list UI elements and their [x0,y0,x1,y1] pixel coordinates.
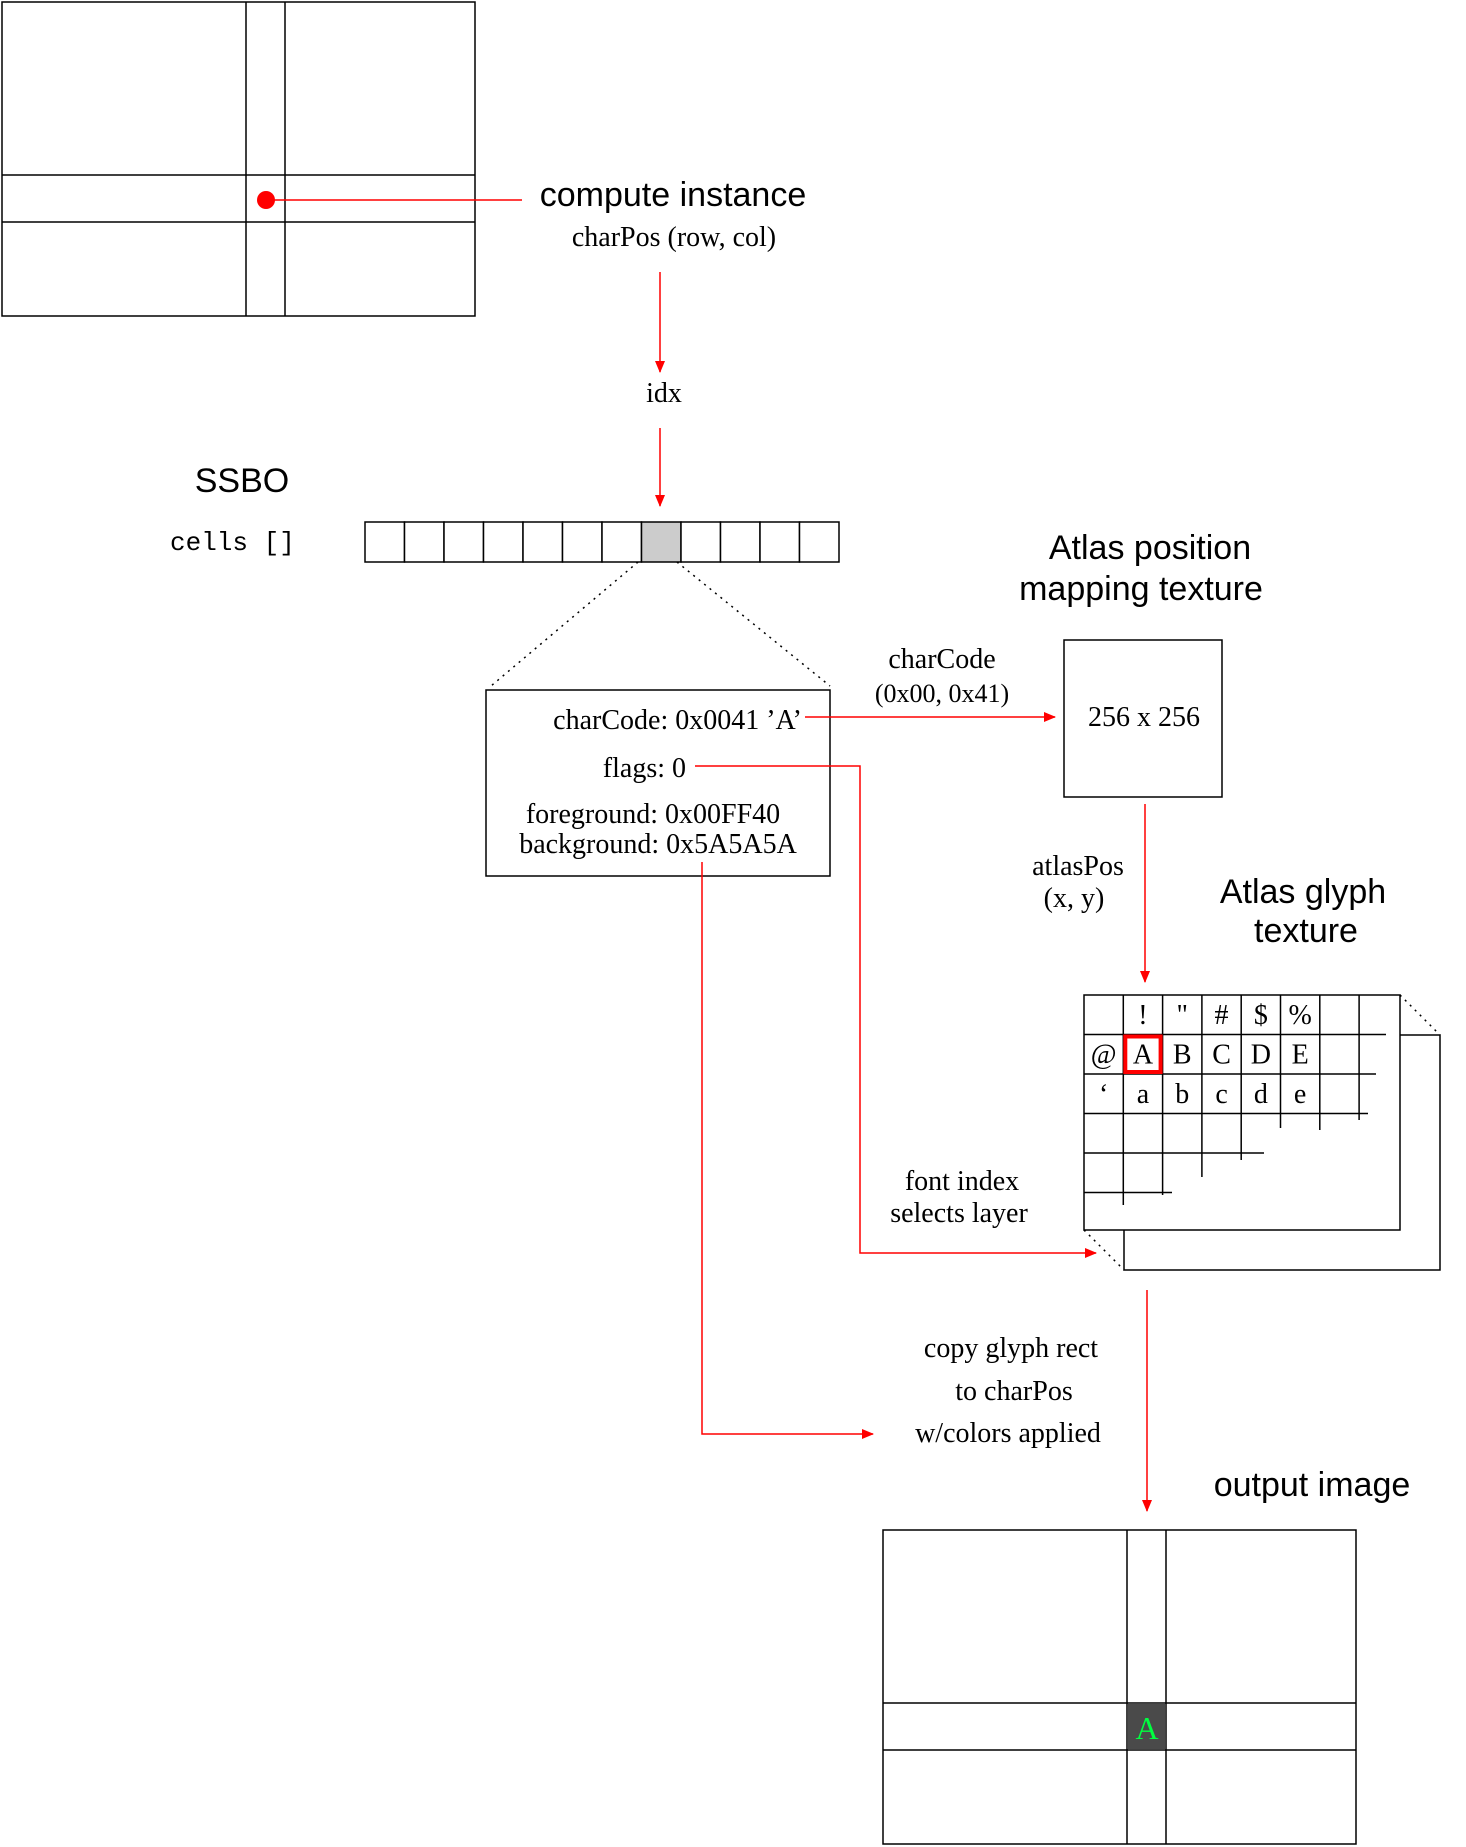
ssbo-cell-selected [640,521,682,563]
ssbo-cells [364,521,840,563]
char-pos-label: charPos (row, col) [572,222,776,253]
compute-instance-label: compute instance [540,176,807,214]
glyph-cell-char: ‘ [1099,1079,1108,1110]
ssbo-cell [403,521,445,563]
ssbo-cell [601,521,643,563]
ssbo-cell [443,521,485,563]
glyph-cell-char: D [1251,1040,1271,1071]
zoom-line-right [676,561,831,687]
ssbo-cell [798,521,840,563]
ssbo-cell [364,521,406,563]
atlas-mapping-title-line2: mapping texture [1019,570,1263,608]
copy-label-line1: copy glyph rect [924,1333,1098,1364]
glyph-cell-char: # [1215,1000,1229,1031]
glyph-cell-char: d [1254,1079,1268,1110]
output-glyph: A [1135,1710,1158,1746]
input-grid [1,1,476,317]
glyph-texture-front-layer [1083,994,1401,1231]
glyph-cell-char: @ [1091,1040,1117,1071]
glyph-cell-char: b [1175,1079,1189,1110]
glyph-texture-title-line1: Atlas glyph [1220,873,1386,911]
layer-depth-line-bottom [1083,1229,1125,1271]
glyph-cell-char: e [1294,1079,1306,1110]
glyph-cell-char: C [1212,1040,1231,1071]
output-grid [882,1529,1357,1845]
glyph-cell-char: c [1215,1079,1227,1110]
cell-flags-field: flags: 0 [603,753,686,784]
atlaspos-label: atlasPos [1032,851,1124,882]
ssbo-cell [561,521,603,563]
layer-depth-line-top [1399,994,1441,1036]
output-cell [1128,1704,1165,1749]
ssbo-cell [680,521,722,563]
glyph-cell-char: a [1137,1079,1150,1110]
cell-background-field: background: 0x5A5A5A [519,829,797,860]
ssbo-cell [719,521,761,563]
font-index-label-line2: selects layer [890,1198,1028,1229]
atlas-mapping-texture [1063,639,1223,798]
copy-label-line2: to charPos [955,1376,1072,1407]
atlaspos-value: (x, y) [1044,883,1105,914]
glyph-cell-char: A [1133,1040,1154,1071]
font-index-arrow [695,765,1097,1258]
font-index-label: font index [905,1166,1019,1197]
glyph-cell-char: " [1177,1000,1188,1031]
atlas-mapping-title-line1: Atlas position [1049,529,1251,567]
glyph-texture-title-line2: texture [1254,912,1358,950]
idx-label: idx [646,378,682,409]
selected-glyph-box [1123,1034,1163,1074]
glyph-cell-char: E [1292,1040,1309,1071]
glyph-cell-char: % [1288,1000,1311,1031]
ssbo-cell [759,521,801,563]
copy-label-line3: w/colors applied [915,1418,1101,1449]
mapping-size-label: 256 x 256 [1088,702,1200,733]
charcode-arrow-value: (0x00, 0x41) [875,679,1009,708]
ssbo-label: SSBO [195,462,289,500]
glyph-cell-char: ! [1138,1000,1147,1031]
ssbo-cell [482,521,524,563]
cells-label: cells [] [170,528,295,558]
glyph-cell-char: B [1173,1040,1192,1071]
cell-foreground-field: foreground: 0x00FF40 [526,799,780,830]
colors-arrow [701,862,874,1439]
glyph-cell-char: $ [1254,1000,1268,1031]
cell-charcode-field: charCode: 0x0041 ’A’ [553,705,802,736]
output-image-label: output image [1214,1466,1411,1504]
zoom-line-left [490,561,639,687]
charcode-arrow-label: charCode [888,644,995,675]
cell-detail-box [485,689,831,877]
ssbo-cell [522,521,564,563]
